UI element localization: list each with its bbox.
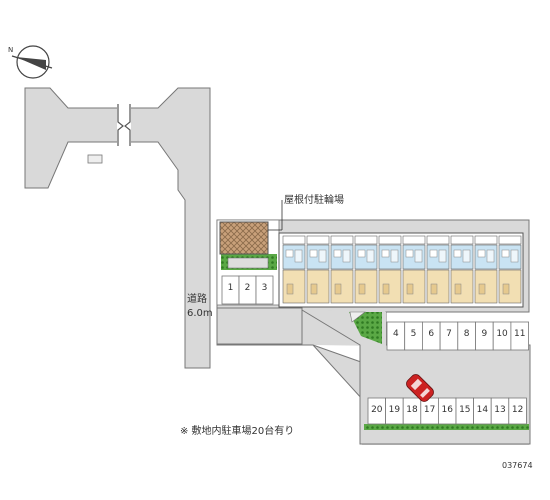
road-width-label: 6.0m [187,308,213,319]
greenery [364,424,529,430]
parking-slot-number: 10 [496,329,508,339]
compass-icon: N [8,45,53,79]
car-icon [406,374,434,402]
parking-slot: 20 [367,397,387,425]
parking-slot: 10 [492,321,512,351]
parking-slot: 11 [510,321,529,351]
parking-slot-number: 13 [494,405,505,415]
road-break-icon [117,104,131,146]
parking-slot: 8 [457,321,476,351]
property-code: 037674 [502,461,533,470]
parking-slot-number: 14 [477,405,489,415]
parking-slot-number: 6 [428,329,434,339]
parking-slot-number: 9 [481,329,487,339]
road-marker [87,154,103,164]
parking-row-bottom: 20 19 18 17 16 15 14 13 12 [367,397,527,425]
parking-slot-number: 12 [512,405,523,415]
apartment-unit [354,235,378,304]
apartment-building [278,232,524,308]
apartment-unit [306,235,330,304]
apartment-unit [330,235,354,304]
parking-slot: 14 [473,397,492,425]
apartment-unit [282,235,306,304]
road-label: 道路 [187,292,207,305]
parking-slot-number: 1 [228,283,234,293]
parking-slot: 18 [402,397,422,425]
parking-slot: 5 [404,321,423,351]
parking-slot-number: 15 [459,405,470,415]
parking-slot-number: 3 [262,283,268,293]
parking-slot-number: 7 [446,329,452,339]
parking-slot: 13 [490,397,510,425]
apartment-unit [426,235,450,304]
parking-slot: 7 [439,321,459,351]
parking-slot-number: 2 [245,283,251,293]
parking-slot-number: 4 [393,329,399,339]
parking-slot: 16 [437,397,457,425]
parking-note: ※ 敷地内駐車場20台有り [180,424,294,437]
parking-slot: 2 [238,275,257,305]
apartment-unit [402,235,426,304]
parking-slot-number: 5 [411,329,417,339]
parking-slot: 1 [221,275,240,305]
parking-slot: 6 [421,321,441,351]
bicycle-parking-roof [219,221,269,255]
parking-row-left: 1 2 3 [221,275,274,305]
parking-slot-number: 16 [441,405,453,415]
apartment-unit [378,235,402,304]
parking-slot: 3 [255,275,274,305]
parking-slot: 15 [455,397,475,425]
bicycle-parking-label: 屋根付駐輪場 [284,193,344,206]
apartment-unit [498,235,522,304]
greenery [349,312,382,344]
parking-slot-number: 8 [464,329,470,339]
parking-slot-number: 20 [371,405,383,415]
parking-slot: 4 [386,321,406,351]
parking-slot: 19 [385,397,404,425]
parking-slot-number: 17 [424,405,435,415]
apartment-unit [450,235,474,304]
parking-slot: 12 [508,397,527,425]
parking-slot-number: 18 [406,405,418,415]
svg-text:N: N [8,46,13,54]
parking-row-middle: 4 5 6 7 8 9 10 11 [386,321,529,351]
apartment-unit [474,235,498,304]
parking-slot-number: 11 [514,329,525,339]
parking-slot-number: 19 [389,405,401,415]
parking-slot: 17 [420,397,439,425]
parking-slot: 9 [475,321,494,351]
